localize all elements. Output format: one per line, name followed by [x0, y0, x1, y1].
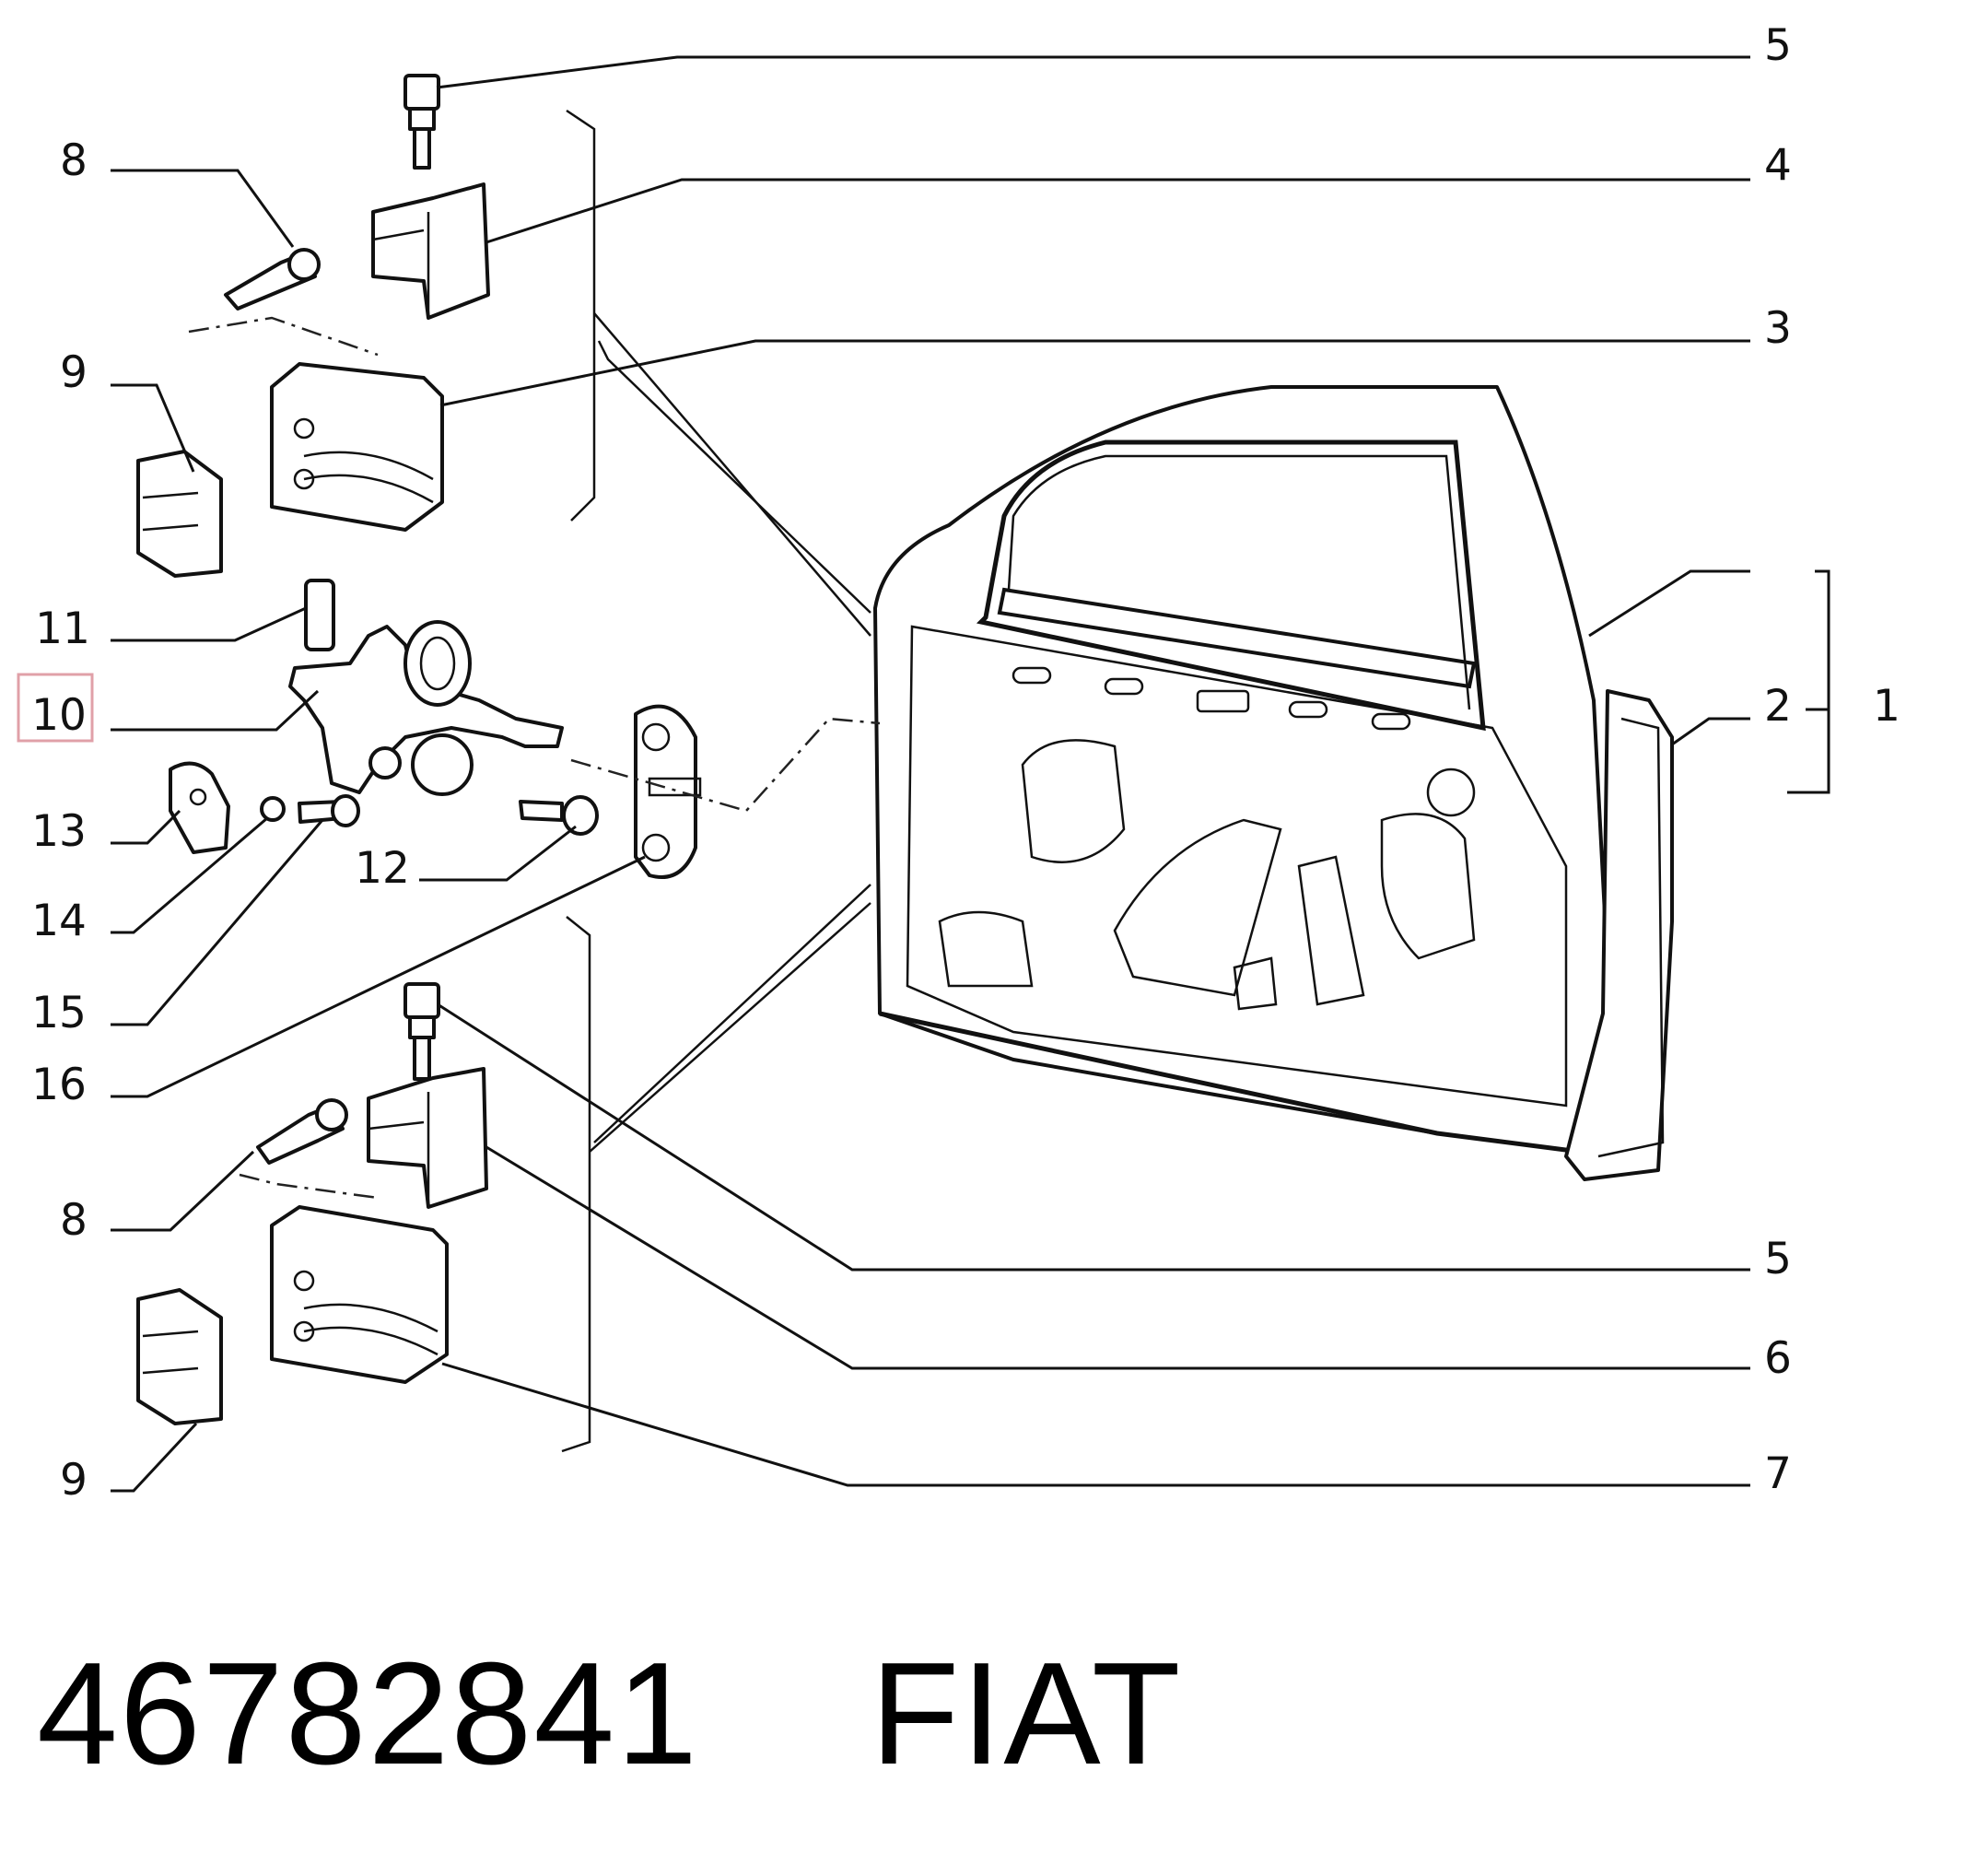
- hinge-half-lower-icon: [367, 1067, 488, 1209]
- stud-icon: [224, 248, 321, 311]
- callout-2: 2: [1764, 681, 1792, 732]
- door-panel: [873, 385, 1674, 1181]
- pin-icon: [304, 579, 335, 651]
- callout-16: 16: [31, 1060, 87, 1110]
- bolt-icon: [403, 982, 440, 1081]
- shim-plate-lower-icon: [136, 1288, 223, 1425]
- callout-8-bottom: 8: [60, 1195, 88, 1246]
- callout-5-top: 5: [1764, 20, 1792, 71]
- callout-9-top: 9: [60, 347, 88, 398]
- striker-plate-icon: [634, 704, 702, 879]
- check-strap-group: [169, 579, 881, 879]
- caption: 46782841 FIAT: [37, 1631, 1182, 1798]
- lower-hinge-group: [136, 982, 488, 1425]
- callout-8-top: 8: [60, 135, 88, 186]
- callout-10-highlight: [17, 673, 94, 743]
- part-number: 46782841: [37, 1633, 699, 1795]
- screw-icon: [519, 795, 599, 836]
- callout-7: 7: [1764, 1448, 1792, 1499]
- bolt-icon: [403, 74, 440, 170]
- pillar-reference-lines: [561, 109, 871, 1453]
- exploded-parts-diagram: 5 4 3 8 9 11 10 13 14 15 16 12 2 1 8 9 5…: [17, 20, 1900, 1506]
- callout-6: 6: [1764, 1333, 1792, 1384]
- callout-10: 10: [31, 690, 87, 741]
- callout-3: 3: [1764, 303, 1792, 354]
- callout-4: 4: [1764, 140, 1792, 191]
- bracket-icon: [169, 761, 230, 854]
- brand-name: FIAT: [870, 1633, 1183, 1795]
- callout-14: 14: [31, 896, 87, 946]
- callout-5-bottom: 5: [1764, 1234, 1792, 1284]
- callout-11: 11: [35, 604, 90, 654]
- callout-9-bottom: 9: [60, 1455, 88, 1506]
- screw-icon: [298, 794, 360, 827]
- callout-15: 15: [31, 988, 87, 1038]
- washer-icon: [260, 796, 286, 822]
- hinge-half-upper-icon: [371, 182, 490, 320]
- shim-plate-upper-icon: [136, 450, 223, 578]
- stud-icon: [256, 1098, 348, 1165]
- upper-hinge-group: [136, 74, 490, 578]
- callout-12: 12: [355, 843, 410, 894]
- hinge-body-upper-icon: [270, 362, 444, 532]
- callout-labels: 5 4 3 8 9 11 10 13 14 15 16 12 2 1 8 9 5…: [17, 20, 1900, 1506]
- leader-lines: [111, 55, 1830, 1493]
- hinge-body-lower-icon: [270, 1205, 449, 1384]
- callout-13: 13: [31, 806, 87, 857]
- callout-1: 1: [1873, 681, 1900, 732]
- check-strap-icon: [288, 620, 564, 796]
